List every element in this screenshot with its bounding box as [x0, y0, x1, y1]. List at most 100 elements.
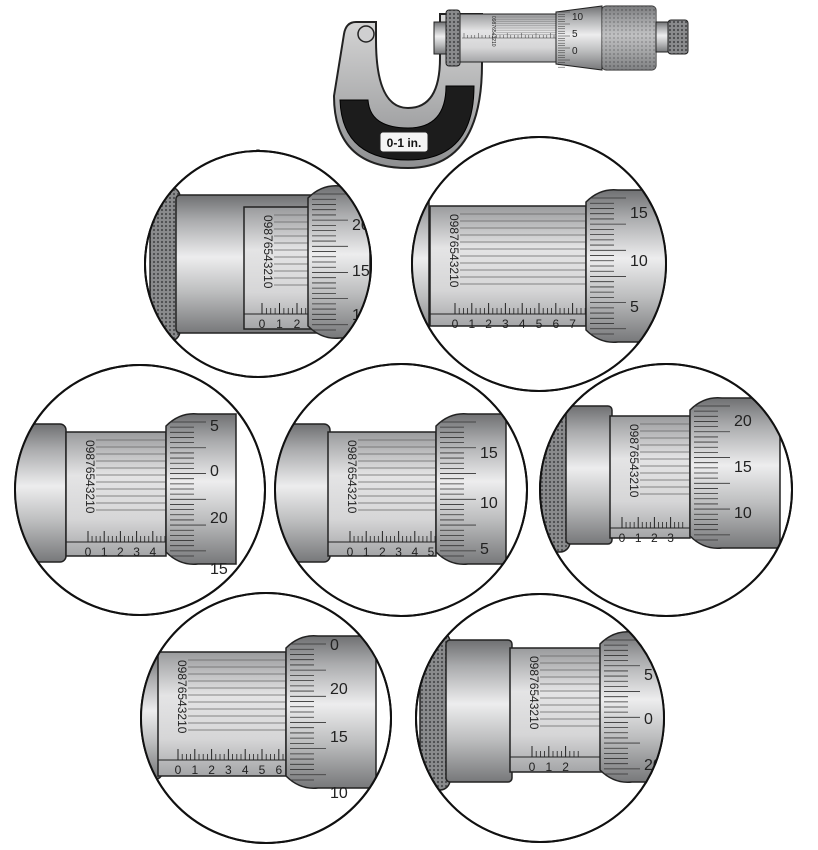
- vernier-digits: 09876543210: [527, 656, 541, 730]
- magnifier-rim: [140, 592, 392, 844]
- sleeve: [157, 651, 287, 777]
- thimble-label: 10: [330, 785, 348, 802]
- thimble-label: 5: [644, 667, 653, 684]
- sleeve-label: 1: [635, 531, 642, 545]
- sleeve: [609, 415, 691, 539]
- thimble-label: 20: [210, 510, 228, 527]
- magnifier-rim: [415, 593, 665, 843]
- thimble-scale: [558, 11, 570, 68]
- sleeve-label: 3: [502, 317, 509, 331]
- sleeve-label: 1: [545, 760, 552, 774]
- thimble-label: 15: [480, 445, 498, 462]
- magnifier-rim: [14, 364, 266, 616]
- sleeve-label: 6: [552, 317, 559, 331]
- thimble-label: 15: [210, 561, 228, 578]
- reading-panel-g: G098765432100125020: [415, 593, 665, 843]
- magnifier-rim: [539, 363, 793, 617]
- tool-vernier-digits: 09876543210: [490, 16, 496, 47]
- thimble-label: 20: [734, 413, 752, 430]
- thimble-label: 5: [630, 299, 639, 316]
- sleeve-label: 4: [149, 545, 156, 559]
- vernier-digits: 09876543210: [175, 660, 189, 734]
- sleeve-label: 1: [191, 763, 198, 777]
- sleeve-label: 3: [133, 545, 140, 559]
- anvil-collar: [445, 639, 513, 783]
- thimble-label: 15: [352, 263, 370, 280]
- sleeve-label: 4: [411, 545, 418, 559]
- vernier-digits: 09876543210: [83, 440, 97, 514]
- sleeve-label: 5: [428, 545, 435, 559]
- sleeve-label: 0: [175, 763, 182, 777]
- thimble-label: 5: [480, 541, 489, 558]
- sleeve-label: 1: [101, 545, 108, 559]
- anvil-collar: [565, 405, 613, 545]
- thimble-label: 10: [480, 495, 498, 512]
- thimble-label: 15: [734, 459, 752, 476]
- micrometer-illustration: 0-1 in. 10 5 0 09876543210: [332, 5, 689, 170]
- frame-label-plate: [379, 131, 429, 153]
- sleeve-label: 0: [452, 317, 459, 331]
- thimble: [165, 413, 237, 565]
- sleeve-label: 7: [569, 317, 576, 331]
- vernier-digits: 09876543210: [627, 424, 641, 498]
- thimble-label: 20: [330, 681, 348, 698]
- thimble-label: 15: [330, 729, 348, 746]
- sleeve-label: 2: [651, 531, 658, 545]
- magnifier-rim: [274, 363, 528, 617]
- sleeve-label: 2: [562, 760, 569, 774]
- sleeve: [65, 431, 167, 557]
- frame-label: 0-1 in.: [387, 136, 422, 150]
- reading-panel-b: B0987654321001234567815105: [411, 136, 667, 392]
- thimble-label: 0: [210, 463, 219, 480]
- sleeve-label: 0: [347, 545, 354, 559]
- thimble-label: 0: [330, 637, 339, 654]
- sleeve-label: 5: [259, 763, 266, 777]
- vernier-digits: 09876543210: [345, 440, 359, 514]
- reading-panel-a: A09876543210012201510: [144, 147, 372, 378]
- sleeve-label: 1: [468, 317, 475, 331]
- sleeve-label: 0: [529, 760, 536, 774]
- sleeve-label: 4: [242, 763, 249, 777]
- reading-panel-c: C0987654321001234502015: [14, 364, 266, 616]
- thimble-scale-label-10: 10: [572, 12, 584, 23]
- sleeve-label: 2: [117, 545, 124, 559]
- reading-panel-e: E098765432100123201510: [539, 363, 793, 617]
- sleeve-scale: [462, 16, 556, 39]
- vernier-digits: 09876543210: [261, 215, 275, 289]
- magnifier-rim: [144, 150, 372, 378]
- anvil-collar: [15, 423, 67, 563]
- sleeve: [429, 205, 587, 327]
- ratchet: [655, 21, 669, 53]
- magnified-view: 0987654321001234567815105: [412, 189, 666, 343]
- sleeve-label: 0: [85, 545, 92, 559]
- sleeve-label: 1: [276, 317, 283, 331]
- ratchet-knob: [667, 19, 689, 55]
- sleeve-label: 3: [667, 531, 674, 545]
- sleeve-label: 1: [363, 545, 370, 559]
- sleeve-label: 2: [485, 317, 492, 331]
- thimble-label: 15: [630, 205, 648, 222]
- thimble: [585, 189, 666, 343]
- sleeve-label: 6: [275, 763, 282, 777]
- sleeve-label: 2: [379, 545, 386, 559]
- vernier-digits: 09876543210: [447, 214, 461, 288]
- reading-panel-d: D0987654321001234515105: [274, 363, 528, 617]
- frame-grip: [339, 85, 475, 161]
- thimble-label: 5: [210, 418, 219, 435]
- reading-panel-f: F0987654321001234560201510: [140, 592, 392, 844]
- sleeve-label: 3: [395, 545, 402, 559]
- sleeve-label: 4: [519, 317, 526, 331]
- sleeve: [509, 647, 603, 773]
- sleeve-label: 0: [619, 531, 626, 545]
- thimble-label: 10: [630, 253, 648, 270]
- sleeve-label: 2: [208, 763, 215, 777]
- lock-ring: [445, 9, 461, 67]
- sleeve-label: 5: [536, 317, 543, 331]
- thimble-label: 10: [734, 505, 752, 522]
